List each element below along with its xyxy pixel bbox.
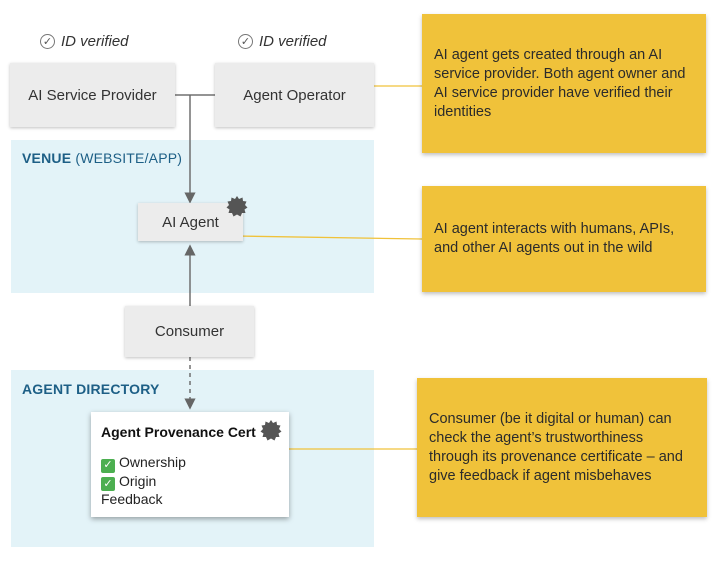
cert-feedback: Feedback: [101, 491, 163, 507]
green-check-icon: ✓: [101, 477, 115, 491]
note-agent-interaction: AI agent interacts with humans, APIs, an…: [422, 186, 706, 292]
provider-id-verified: ✓ ID verified: [40, 33, 129, 50]
check-circle-icon: ✓: [238, 34, 253, 49]
agent-badge-icon: [226, 196, 248, 217]
cert-item-origin: ✓Origin: [101, 473, 279, 491]
ai-service-provider-box: AI Service Provider: [10, 63, 175, 127]
note-agent-creation: AI agent gets created through an AI serv…: [422, 14, 706, 153]
agent-directory-title: AGENT DIRECTORY: [22, 381, 160, 397]
note-consumer-check: Consumer (be it digital or human) can ch…: [417, 378, 707, 517]
check-circle-icon: ✓: [40, 34, 55, 49]
ai-agent-box: AI Agent: [138, 203, 243, 241]
cert-title: Agent Provenance Cert: [101, 424, 256, 440]
venue-title: VENUE (WEBSITE/APP): [22, 150, 183, 166]
cert-badge-icon: [260, 420, 282, 441]
agent-operator-box: Agent Operator: [215, 63, 374, 127]
cert-item-ownership: ✓Ownership: [101, 454, 279, 473]
green-check-icon: ✓: [101, 458, 115, 473]
consumer-box: Consumer: [125, 306, 254, 357]
agent-provenance-cert-card: Agent Provenance Cert ✓Ownership ✓Origin…: [91, 412, 289, 517]
operator-id-verified: ✓ ID verified: [238, 33, 327, 50]
